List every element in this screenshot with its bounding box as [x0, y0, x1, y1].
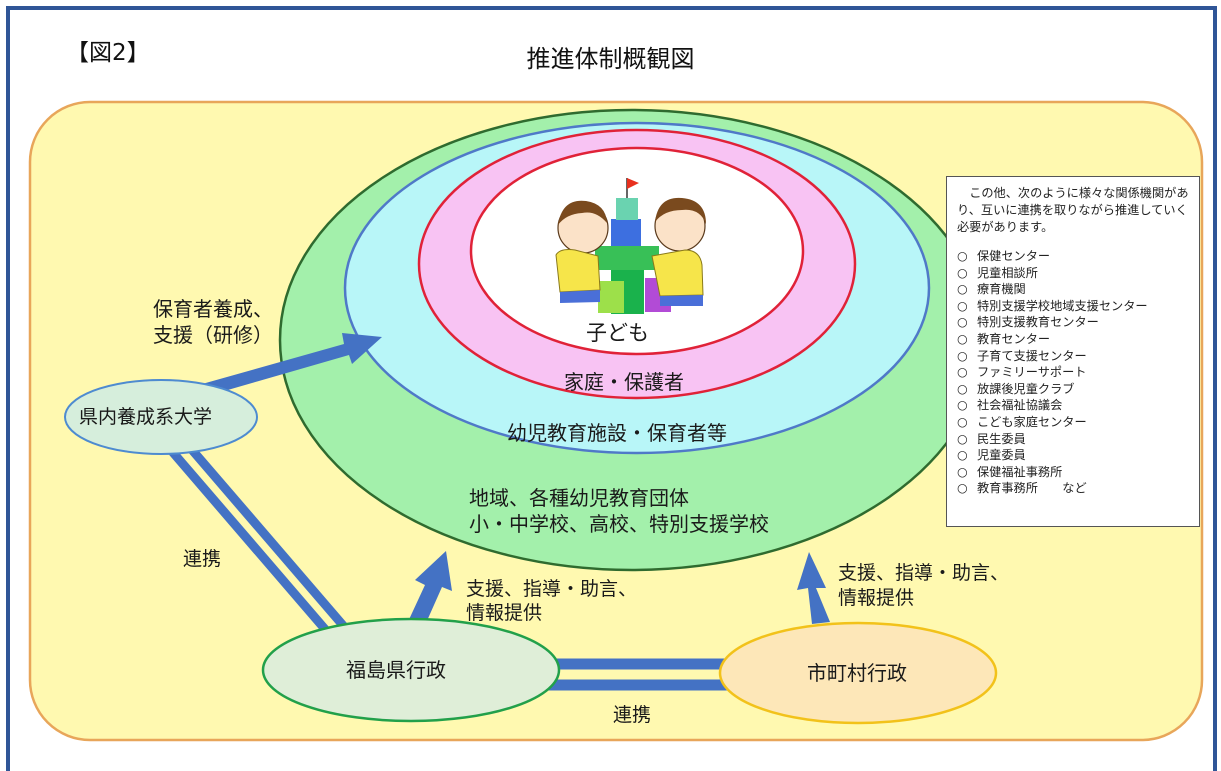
- note-item-label: こども家庭センター: [977, 414, 1087, 429]
- child-label: 子ども: [586, 321, 649, 345]
- note-item-label: 児童委員: [977, 448, 1026, 463]
- family-label: 家庭・保護者: [564, 370, 684, 394]
- children-illustration: [555, 178, 706, 314]
- note-item: ○ 教育事務所 など: [957, 480, 1191, 497]
- note-item: ○ 児童委員: [957, 447, 1191, 464]
- training-label-line2: 支援（研修）: [153, 323, 273, 347]
- circle-bullet-icon: ○: [957, 348, 968, 363]
- circle-bullet-icon: ○: [957, 249, 968, 263]
- related-organizations-note: この他、次のように様々な関係機関があり、互いに連携を取りながら推進していく必要が…: [946, 176, 1200, 527]
- municipality-node: [718, 621, 998, 725]
- figure-frame: [6, 6, 1217, 771]
- support-municipality-line1: 支援、指導・助言、: [838, 562, 1010, 584]
- note-item: ○ 療育機関: [957, 281, 1191, 298]
- note-item-label: 保健センター: [977, 249, 1051, 263]
- diagram-title: 推進体制概観図: [526, 45, 695, 73]
- facilities-label: 幼児教育施設・保育者等: [507, 421, 727, 445]
- note-item-label: 児童相談所: [977, 265, 1038, 280]
- link-bottom-label: 連携: [613, 704, 652, 726]
- note-item-label: 民生委員: [977, 431, 1026, 446]
- training-label-line1: 保育者養成、: [153, 297, 273, 321]
- circle-bullet-icon: ○: [957, 282, 968, 297]
- note-item-label: 保健福祉事務所: [977, 464, 1063, 479]
- note-item: ○ 保健福祉事務所: [957, 464, 1191, 481]
- circle-bullet-icon: ○: [957, 381, 968, 396]
- note-item: ○ 子育て支援センター: [957, 348, 1191, 365]
- community-label-line2: 小・中学校、高校、特別支援学校: [469, 512, 769, 536]
- circle-bullet-icon: ○: [957, 331, 968, 346]
- figure-number: 【図2】: [66, 40, 150, 66]
- prefecture-node: [261, 617, 561, 723]
- note-item: ○ 特別支援教育センター: [957, 314, 1191, 331]
- note-item-label: 教育事務所 など: [977, 481, 1087, 496]
- note-item-label: 教育センター: [977, 331, 1051, 346]
- note-item-label: 特別支援学校地域支援センター: [977, 298, 1148, 313]
- note-item: ○ こども家庭センター: [957, 414, 1191, 431]
- note-item: ○ 保健センター: [957, 248, 1191, 265]
- note-item: ○ ファミリーサポート: [957, 364, 1191, 381]
- circle-bullet-icon: ○: [957, 298, 968, 313]
- circle-bullet-icon: ○: [957, 265, 968, 280]
- support-prefecture-line2: 情報提供: [466, 602, 543, 624]
- support-municipality-line2: 情報提供: [838, 587, 915, 609]
- link-left-lines: [166, 441, 351, 638]
- circle-bullet-icon: ○: [957, 448, 968, 463]
- circle-bullet-icon: ○: [957, 398, 968, 413]
- community-label-line1: 地域、各種幼児教育団体: [469, 486, 689, 510]
- municipality-label: 市町村行政: [807, 661, 907, 685]
- support-prefecture-line1: 支援、指導・助言、: [466, 578, 638, 600]
- note-item-label: 療育機関: [977, 282, 1026, 297]
- note-item: ○ 放課後児童クラブ: [957, 381, 1191, 398]
- circle-bullet-icon: ○: [957, 315, 968, 330]
- circle-bullet-icon: ○: [957, 481, 968, 496]
- circle-bullet-icon: ○: [957, 414, 968, 429]
- support-arrow-municipality: [797, 552, 830, 624]
- note-item: ○ 社会福祉協議会: [957, 397, 1191, 414]
- circle-bullet-icon: ○: [957, 365, 968, 380]
- note-item-label: 社会福祉協議会: [977, 398, 1063, 413]
- prefecture-label: 福島県行政: [346, 658, 446, 682]
- note-item: ○ 児童相談所: [957, 265, 1191, 282]
- link-bottom-lines: [528, 658, 742, 691]
- note-list: ○ 保健センター ○ 児童相談所 ○ 療育機関 ○ 特別支援学校地域支援センター ○ 特別支援教育…: [957, 248, 1191, 497]
- circle-bullet-icon: ○: [957, 464, 968, 479]
- university-label: 県内養成系大学: [79, 406, 213, 428]
- note-item: ○ 教育センター: [957, 331, 1191, 348]
- note-intro: この他、次のように様々な関係機関があり、互いに連携を取りながら推進していく必要が…: [957, 186, 1189, 234]
- link-left-label: 連携: [183, 548, 222, 570]
- support-arrow-prefecture: [406, 551, 452, 632]
- note-item-label: 放課後児童クラブ: [977, 381, 1075, 396]
- note-item-label: 特別支援教育センター: [977, 315, 1099, 330]
- note-item: ○ 特別支援学校地域支援センター: [957, 298, 1191, 315]
- note-item: ○ 民生委員: [957, 431, 1191, 448]
- note-item-label: ファミリーサポート: [977, 365, 1087, 380]
- training-arrow: [195, 333, 382, 398]
- note-item-label: 子育て支援センター: [977, 348, 1087, 363]
- university-node: [64, 379, 258, 455]
- circle-bullet-icon: ○: [957, 431, 968, 446]
